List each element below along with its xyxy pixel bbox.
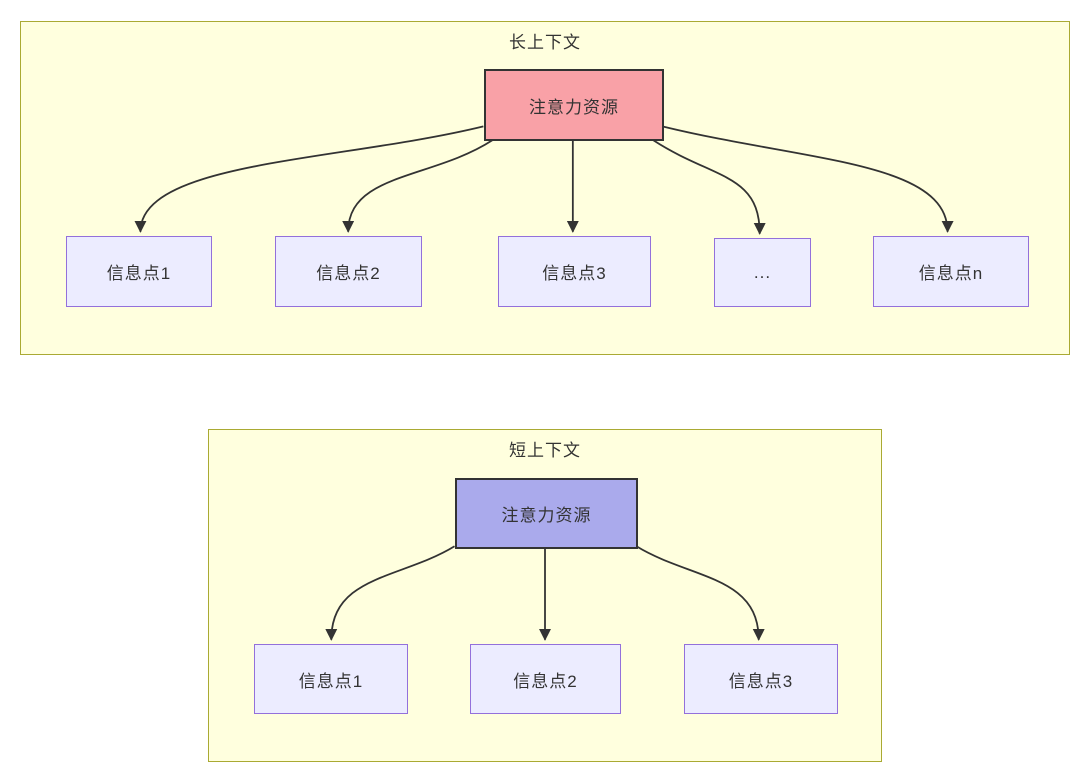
node-long-info-n: 信息点n [873,236,1029,307]
node-attention-resource-long: 注意力资源 [484,69,664,141]
cluster-short-context-title: 短上下文 [509,441,581,460]
edge-long-to-info2 [342,139,493,233]
cluster-long-context: 长上下文 注意力资源 信息点1 信息点2 信息点3 ... 信息点n [20,21,1070,355]
node-short-info-3: 信息点3 [684,644,838,714]
edge-short-to-info3 [635,545,765,641]
node-short-info-2: 信息点2 [470,644,621,714]
edge-long-to-infon [662,125,954,233]
cluster-short-context: 短上下文 注意力资源 信息点1 信息点2 信息点3 [208,429,882,762]
node-attention-resource-short: 注意力资源 [455,478,638,549]
node-short-info-1: 信息点1 [254,644,408,714]
node-long-info-1: 信息点1 [66,236,212,307]
node-long-info-ellipsis: ... [714,238,811,307]
short-context-edges [325,545,765,641]
long-context-edges [134,125,954,235]
edge-long-to-ellipsis [652,139,766,235]
cluster-long-context-title: 长上下文 [509,33,581,52]
node-long-info-3: 信息点3 [498,236,651,307]
edge-long-to-info1 [134,125,484,233]
edge-short-to-info1 [325,545,456,641]
node-long-info-2: 信息点2 [275,236,422,307]
